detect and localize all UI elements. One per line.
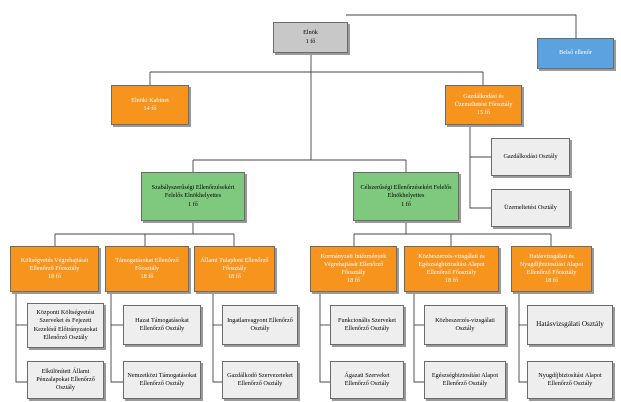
node-name: Nemzetközi Támogatásokat Ellenőrző Osztá… xyxy=(127,371,197,387)
node-staff: 1 fő xyxy=(305,37,316,45)
node-szabalyszerusegi-elnokhelyettes[interactable]: Szabályszerűségi Ellenőrzésekért Felelős… xyxy=(141,172,245,221)
node-name: Elnök xyxy=(303,29,318,37)
node-name: Funkcionális Szerveket Ellenőrző Osztály xyxy=(338,316,396,332)
node-koltsegvetes-foosztaly[interactable]: Költségvetés Végrehajtását Ellenőrző Főo… xyxy=(10,246,99,292)
node-name: Ágazati Szerveket Ellenőrző Osztály xyxy=(344,371,390,387)
node-gazdalkodasi-foosztaly[interactable]: Gazdálkodási és Üzemeltetési Főosztály 1… xyxy=(445,85,522,125)
node-name: Költségvetés Végrehajtását Ellenőrző Főo… xyxy=(20,256,89,272)
node-nemzetkozi-tamogatasok-osztaly[interactable]: Nemzetközi Támogatásokat Ellenőrző Osztá… xyxy=(123,361,201,399)
node-staff: 18 fő xyxy=(347,277,360,285)
node-agazati-szervek-osztaly[interactable]: Ágazati Szerveket Ellenőrző Osztály xyxy=(330,361,404,399)
node-nyugdijbiztositasi-osztaly[interactable]: Nyugdíjbiztosítási Alapot Ellenőrző Oszt… xyxy=(527,361,613,399)
node-name: Elnöki Kabinet xyxy=(131,96,169,104)
node-belso-ellenor[interactable]: Belső ellenőr xyxy=(537,38,614,69)
node-funkcionalis-szervek-osztaly[interactable]: Funkcionális Szerveket Ellenőrző Osztály xyxy=(330,305,404,345)
node-name: Hazai Támogatásokat Ellenőrző Osztály xyxy=(135,316,189,332)
node-kozbeszerzes-foosztaly[interactable]: Közbeszerzés-vizsgálati és Egészségbizto… xyxy=(404,246,499,292)
node-name: Hatásvizsgálati Osztály xyxy=(536,320,604,329)
node-name: Hatásvizsgálati és Nyugdíjbiztosítási Al… xyxy=(519,252,584,276)
node-staff: 18 fő xyxy=(48,273,61,281)
node-elnok[interactable]: Elnök 1 fő xyxy=(273,22,348,53)
node-staff: 18 fő xyxy=(140,273,154,281)
node-name: Kormányzati Intézmények Végrehajtását El… xyxy=(320,252,387,276)
node-ingatlanvagyon-osztaly[interactable]: Ingatlanvagyont Ellenőrző Osztály xyxy=(222,305,298,345)
node-name: Gazdálkodási és Üzemeltetési Főosztály xyxy=(454,92,513,108)
node-name: Célszerűségi Ellenőrzésekért Felelős Eln… xyxy=(360,184,452,200)
node-staff: 1 fő xyxy=(188,200,198,208)
node-staff: 14 fő xyxy=(143,105,157,112)
node-name: Gazdálkodási Osztály xyxy=(503,152,558,160)
node-elnoki-kabinet[interactable]: Elnöki Kabinet 14 fő xyxy=(111,85,189,125)
node-name: Elkülönített Állami Pénzalapokat Ellenőr… xyxy=(36,367,95,392)
node-name: Gazdálkodó Szervezeteket Ellenőrző Osztá… xyxy=(227,371,293,387)
node-staff: 18 fő xyxy=(228,273,241,281)
node-celszerusegi-elnokhelyettes[interactable]: Célszerűségi Ellenőrzésekért Felelős Eln… xyxy=(353,172,459,221)
node-kozponti-koltsegvetesi-osztaly[interactable]: Központi Költségvetési Szerveket és Feje… xyxy=(27,303,104,348)
node-name: Üzemeltetési Osztály xyxy=(504,203,557,211)
node-hatasvizsgalati-osztaly[interactable]: Hatásvizsgálati Osztály xyxy=(527,305,613,345)
node-kormanyzati-foosztaly[interactable]: Kormányzati Intézmények Végrehajtását El… xyxy=(310,246,397,292)
node-name: Szabályszerűségi Ellenőrzésekért Felelős… xyxy=(151,184,235,200)
node-staff: 18 fő xyxy=(445,277,458,285)
node-name: Közbeszerzés-vizsgálati és Egészségbizto… xyxy=(418,252,485,276)
node-kozbeszerzes-vizsgalati-osztaly[interactable]: Közbeszerzés-vizsgálati Osztály xyxy=(424,305,506,345)
node-egeszsegbiztositasi-osztaly[interactable]: Egészségbiztosítási Alapot Ellenőrző Osz… xyxy=(424,361,506,399)
node-name: Központi Költségvetési Szerveket és Feje… xyxy=(33,309,98,341)
node-tamogatasok-foosztaly[interactable]: Támogatásokat Ellenőrző Főosztály 18 fő xyxy=(105,246,189,292)
node-name: Támogatásokat Ellenőrző Főosztály xyxy=(115,256,179,272)
node-elkulonitett-penzalapok-osztaly[interactable]: Elkülönített Állami Pénzalapokat Ellenőr… xyxy=(27,361,104,399)
node-name: Egészségbiztosítási Alapot Ellenőrző Osz… xyxy=(431,371,499,387)
node-name: Nyugdíjbiztosítási Alapot Ellenőrző Oszt… xyxy=(538,371,602,387)
node-staff: 15 fő xyxy=(477,109,490,117)
node-gazdalkodasi-osztaly[interactable]: Gazdálkodási Osztály xyxy=(491,138,570,176)
node-hazai-tamogatasok-osztaly[interactable]: Hazai Támogatásokat Ellenőrző Osztály xyxy=(123,305,201,345)
node-name: Közbeszerzés-vizsgálati Osztály xyxy=(435,316,495,332)
node-staff: 1 fő xyxy=(401,200,411,208)
node-name: Belső ellenőr xyxy=(559,49,592,57)
node-hatasvizsgalati-foosztaly[interactable]: Hatásvizsgálati és Nyugdíjbiztosítási Al… xyxy=(511,246,592,292)
node-allami-tulajdon-foosztaly[interactable]: Állami Tulajdont Ellenőrző Főosztály 18 … xyxy=(194,246,275,292)
node-staff: 18 fő xyxy=(545,277,558,285)
node-name: Ingatlanvagyont Ellenőrző Osztály xyxy=(227,316,293,332)
node-name: Állami Tulajdont Ellenőrző Főosztály xyxy=(200,256,269,272)
node-uzemeltetesi-osztaly[interactable]: Üzemeltetési Osztály xyxy=(491,189,570,227)
node-gazdalkodo-szervezetek-osztaly[interactable]: Gazdálkodó Szervezeteket Ellenőrző Osztá… xyxy=(222,361,298,399)
